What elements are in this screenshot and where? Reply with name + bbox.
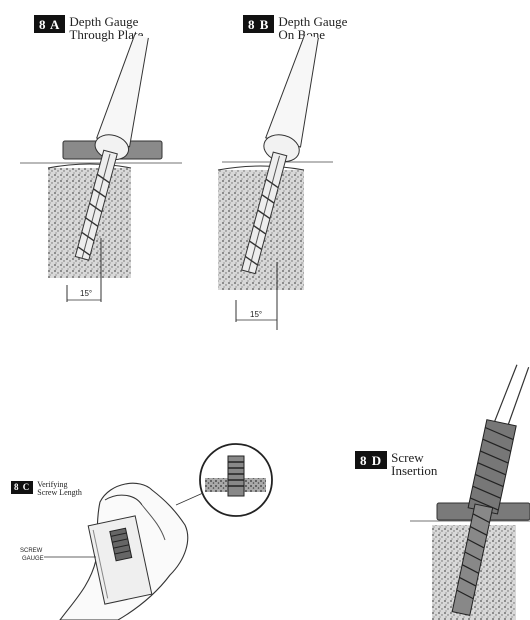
gauge-label-line1: SCREW: [20, 548, 43, 554]
angle-label-8b: 15°: [250, 310, 262, 319]
angle-label-8a: 15°: [80, 289, 92, 298]
figure-8a: 15°: [20, 32, 182, 302]
figure-8b: 15°: [218, 31, 333, 330]
figure-8c: SCREW GAUGE: [20, 444, 272, 620]
figure-8d: [410, 361, 530, 620]
gauge-label-line2: GAUGE: [22, 556, 44, 562]
